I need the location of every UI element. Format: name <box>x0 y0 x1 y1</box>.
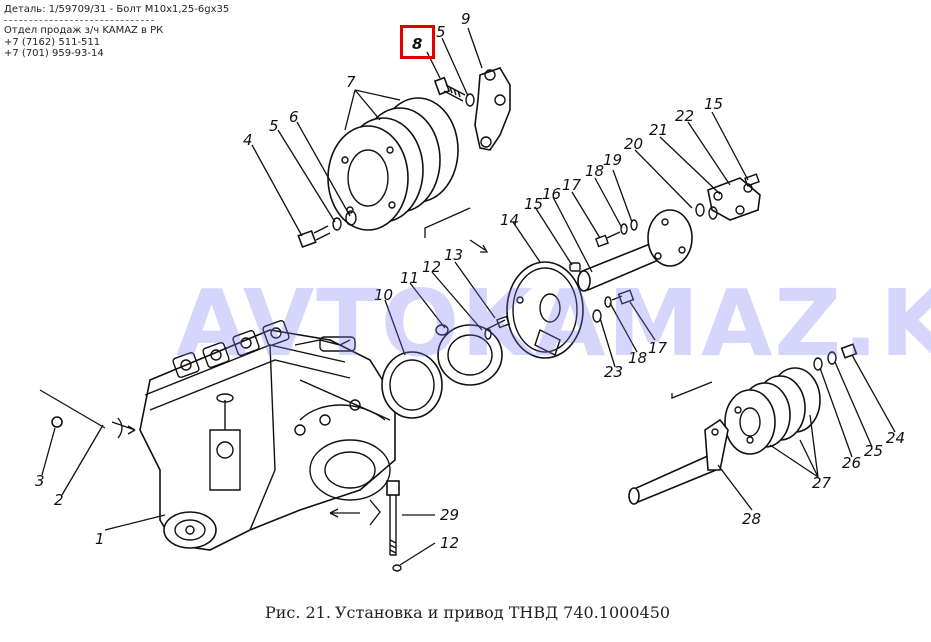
part-11-flange <box>435 315 510 386</box>
callout-13: 13 <box>444 246 463 264</box>
part-4-bolt <box>297 210 357 249</box>
callout-10: 10 <box>374 286 393 304</box>
callout-14: 14 <box>500 211 519 229</box>
leader-lines <box>41 27 896 566</box>
callout-1: 1 <box>95 530 105 548</box>
callout-16: 16 <box>542 185 561 203</box>
callout-17b: 17 <box>648 339 668 357</box>
callout-15: 15 <box>704 95 723 113</box>
part-7-plate-pack <box>327 97 459 231</box>
callout-12: 12 <box>422 258 441 276</box>
callout-9: 9 <box>461 10 471 28</box>
part-29-long-bolt <box>386 480 402 572</box>
callout-29: 29 <box>440 506 459 524</box>
caption-text: Установка и привод ТНВД 740.1000450 <box>334 603 671 622</box>
part-22-coupling <box>695 173 761 221</box>
phone-number-2[interactable]: +7 (701) 959-93-14 <box>4 48 104 59</box>
highlighted-part-marker[interactable] <box>400 25 435 59</box>
part-27-plate-pack <box>724 343 858 455</box>
injection-pump-body <box>139 319 396 551</box>
callout-23: 23 <box>604 363 623 381</box>
part-8-bolt <box>433 76 475 107</box>
phone-number-1[interactable]: +7 (7162) 511-511 <box>4 37 101 48</box>
caption-prefix: Рис. 21. <box>264 603 331 622</box>
part-16-drive-shaft <box>577 209 693 292</box>
callout-22: 22 <box>675 107 694 125</box>
callout-3: 3 <box>35 472 45 490</box>
part-28-shaft <box>628 418 729 505</box>
callout-28: 28 <box>742 510 761 528</box>
callout-2: 2 <box>54 491 64 509</box>
callout-11: 11 <box>400 269 419 287</box>
callout-18b: 18 <box>628 349 647 367</box>
callout-20: 20 <box>624 135 643 153</box>
callout-6: 6 <box>289 108 299 126</box>
figure-caption: Рис. 21.Установка и привод ТНВД 740.1000… <box>0 603 931 622</box>
callout-15b: 15 <box>524 195 543 213</box>
callout-19: 19 <box>603 151 622 169</box>
callout-27: 27 <box>812 474 832 492</box>
part-10-gasket <box>381 351 443 419</box>
callout-5b: 5 <box>269 117 279 135</box>
callout-18: 18 <box>585 162 604 180</box>
part-detail-header: Деталь: 1/59709/31 - Болт M10x1,25-6gx35 <box>4 4 230 15</box>
callout-21: 21 <box>649 121 668 139</box>
part-9-coupling-half <box>474 67 511 151</box>
callout-24: 24 <box>886 429 905 447</box>
callout-25: 25 <box>864 442 883 460</box>
callout-12b: 12 <box>440 534 459 552</box>
callout-4: 4 <box>243 131 253 149</box>
part-3-nut <box>51 416 63 428</box>
site-watermark: AVTOKAMAZ.KZ <box>176 270 931 377</box>
callout-26: 26 <box>842 454 861 472</box>
part-14-drive-flange <box>506 261 635 359</box>
sales-department: Отдел продаж з/ч KAMAZ в РК <box>4 25 164 36</box>
assembly-arrows <box>39 207 713 526</box>
callout-labels: 9 5 7 4 5 6 15 21 22 19 20 18 17 16 14 1… <box>35 10 905 552</box>
callout-5: 5 <box>436 23 446 41</box>
callout-17: 17 <box>562 176 582 194</box>
callout-7: 7 <box>346 73 356 91</box>
header-divider <box>4 20 154 21</box>
